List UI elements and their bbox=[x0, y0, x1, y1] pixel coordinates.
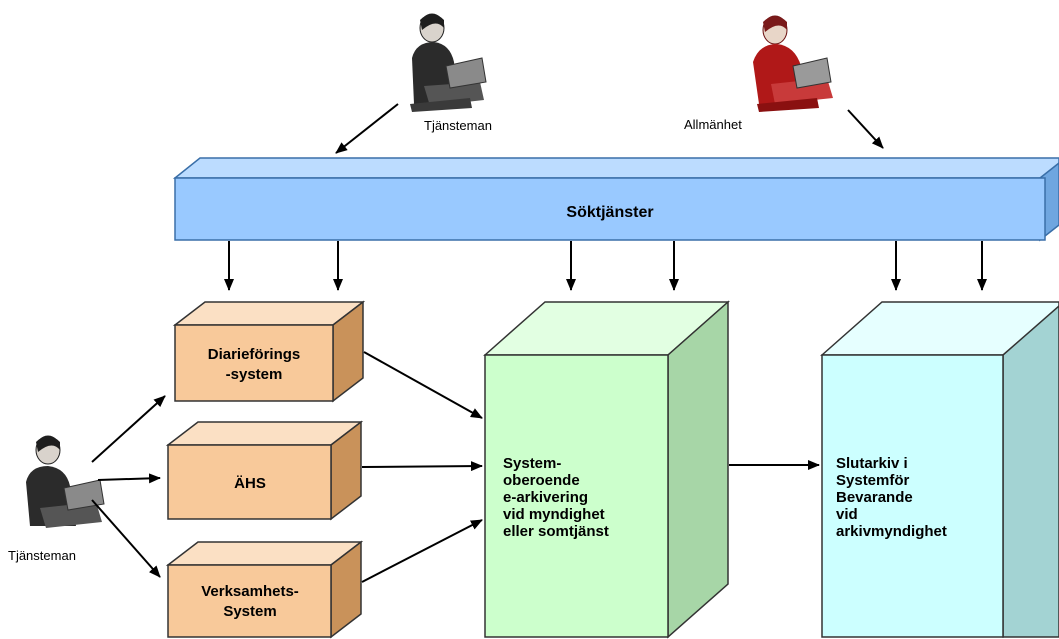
system-box-diarieforing bbox=[172, 300, 366, 403]
final-archive-label-line2: Systemför bbox=[836, 472, 910, 489]
person-laptop-icon bbox=[753, 15, 833, 112]
actor-label-tjansteman-left: Tjänsteman bbox=[8, 548, 76, 563]
final-archive-box bbox=[820, 301, 1059, 638]
system-label-verksamhet-line2: System bbox=[223, 603, 276, 620]
actor-label-allmanhet: Allmänhet bbox=[684, 117, 742, 132]
person-laptop-icon bbox=[26, 435, 105, 528]
person-laptop-icon bbox=[410, 13, 487, 112]
search-services-label: Söktjänster bbox=[566, 204, 653, 221]
system-label-diarie-line2: -system bbox=[226, 366, 283, 383]
arrow-user-to-ahs bbox=[97, 473, 161, 484]
search-services-bar bbox=[172, 157, 1059, 242]
system-box-verksamhet bbox=[165, 540, 364, 639]
final-archive-label-line3: Bevarande bbox=[836, 489, 913, 506]
earchive-label-line3: e-arkivering bbox=[503, 489, 588, 506]
actor-label-tjansteman-top: Tjänsteman bbox=[424, 118, 492, 133]
system-label-verksamhet-line1: Verksamhets- bbox=[201, 583, 299, 600]
arrow-user-to-verksamhet bbox=[91, 499, 161, 578]
final-archive-label-line5: arkivmyndighet bbox=[836, 523, 947, 540]
system-label-ahs: ÄHS bbox=[234, 475, 266, 492]
final-archive-label-line4: vid bbox=[836, 506, 858, 523]
final-archive-label-line1: Slutarkiv i bbox=[836, 455, 908, 472]
earchive-label-line2: oberoende bbox=[503, 472, 580, 489]
earchive-label-line4: vid myndighet bbox=[503, 506, 605, 523]
arrow-diarie-to-earchive bbox=[363, 351, 483, 419]
arrow-verksamhet-to-earchive bbox=[361, 519, 483, 583]
earchive-label-line5: eller somtjänst bbox=[503, 523, 609, 540]
earchive-box bbox=[483, 300, 730, 639]
system-box-ahs bbox=[165, 420, 364, 521]
arrow-tjansteman-to-search bbox=[335, 103, 399, 154]
system-label-diarie-line1: Diarieförings bbox=[208, 346, 301, 363]
arrow-allmanhet-to-search bbox=[847, 109, 884, 149]
arrow-user-to-diarie bbox=[91, 395, 166, 463]
arrow-ahs-to-earchive bbox=[361, 461, 483, 472]
earchive-label-line1: System- bbox=[503, 455, 561, 472]
